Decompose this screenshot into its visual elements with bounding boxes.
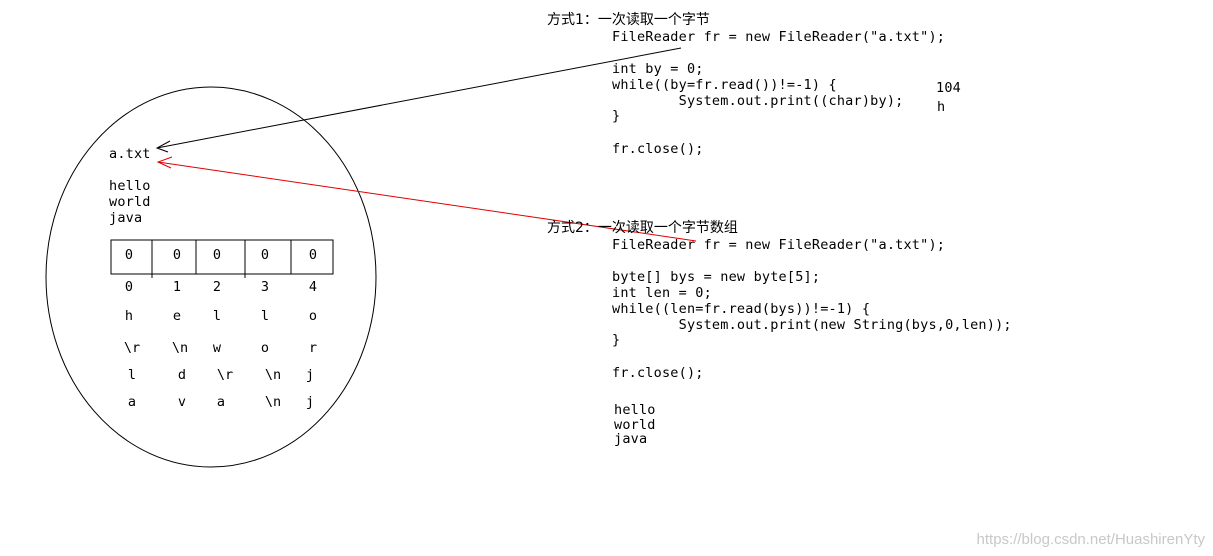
array-index: 3: [260, 279, 270, 295]
method1-arrow: [155, 47, 682, 153]
watermark: https://blog.csdn.net/HuashirenYty: [976, 531, 1205, 548]
char-cell: \n: [264, 394, 282, 410]
file-name-label: a.txt: [109, 146, 151, 162]
output-line: java: [614, 431, 648, 447]
code-line: FileReader fr = new FileReader("a.txt");: [612, 237, 946, 253]
array-cell: 0: [124, 247, 134, 263]
file-line: java: [109, 210, 143, 226]
output-line: world: [614, 417, 656, 433]
code-line: System.out.print((char)by);: [612, 93, 904, 109]
array-cell: 0: [172, 247, 182, 263]
method2-title: 方式2：一次读取一个字节数组: [547, 220, 738, 236]
code-line: while((by=fr.read())!=-1) {: [612, 77, 837, 93]
char-cell: \r: [123, 340, 141, 356]
char-cell: l: [127, 367, 137, 383]
method1-title: 方式1：一次读取一个字节: [547, 12, 710, 28]
char-cell: j: [305, 367, 315, 383]
char-cell: j: [305, 394, 315, 410]
output-line: 104: [936, 80, 961, 96]
char-cell: o: [260, 340, 270, 356]
array-cell: 0: [260, 247, 270, 263]
char-cell: l: [260, 308, 270, 324]
method2-arrow: [156, 156, 697, 242]
output-line: h: [937, 99, 946, 115]
byte-array-box: [110, 239, 334, 278]
array-index: 2: [212, 279, 222, 295]
char-cell: o: [308, 308, 318, 324]
char-cell: \n: [171, 340, 189, 356]
code-line: while((len=fr.read(bys))!=-1) {: [612, 301, 871, 317]
code-line: int by = 0;: [612, 61, 704, 77]
file-line: hello: [109, 178, 151, 194]
code-line: FileReader fr = new FileReader("a.txt");: [612, 29, 946, 45]
code-line: System.out.print(new String(bys,0,len));: [612, 317, 1012, 333]
char-cell: \r: [216, 367, 234, 383]
code-line: }: [612, 108, 621, 124]
array-index: 0: [124, 279, 134, 295]
output-line: hello: [614, 402, 656, 418]
char-cell: d: [177, 367, 187, 383]
code-line: }: [612, 332, 621, 348]
array-index: 1: [172, 279, 182, 295]
code-line: byte[] bys = new byte[5];: [612, 269, 821, 285]
array-cell: 0: [212, 247, 222, 263]
char-cell: a: [216, 394, 226, 410]
char-cell: a: [127, 394, 137, 410]
char-cell: w: [212, 340, 222, 356]
char-cell: l: [212, 308, 222, 324]
file-ellipse: [45, 86, 377, 468]
char-cell: v: [177, 394, 187, 410]
code-line: int len = 0;: [612, 285, 712, 301]
char-cell: e: [172, 308, 182, 324]
code-line: fr.close();: [612, 365, 704, 381]
char-cell: \n: [264, 367, 282, 383]
code-line: fr.close();: [612, 141, 704, 157]
char-cell: h: [124, 308, 134, 324]
file-line: world: [109, 194, 151, 210]
array-cell: 0: [308, 247, 318, 263]
char-cell: r: [308, 340, 318, 356]
array-index: 4: [308, 279, 318, 295]
